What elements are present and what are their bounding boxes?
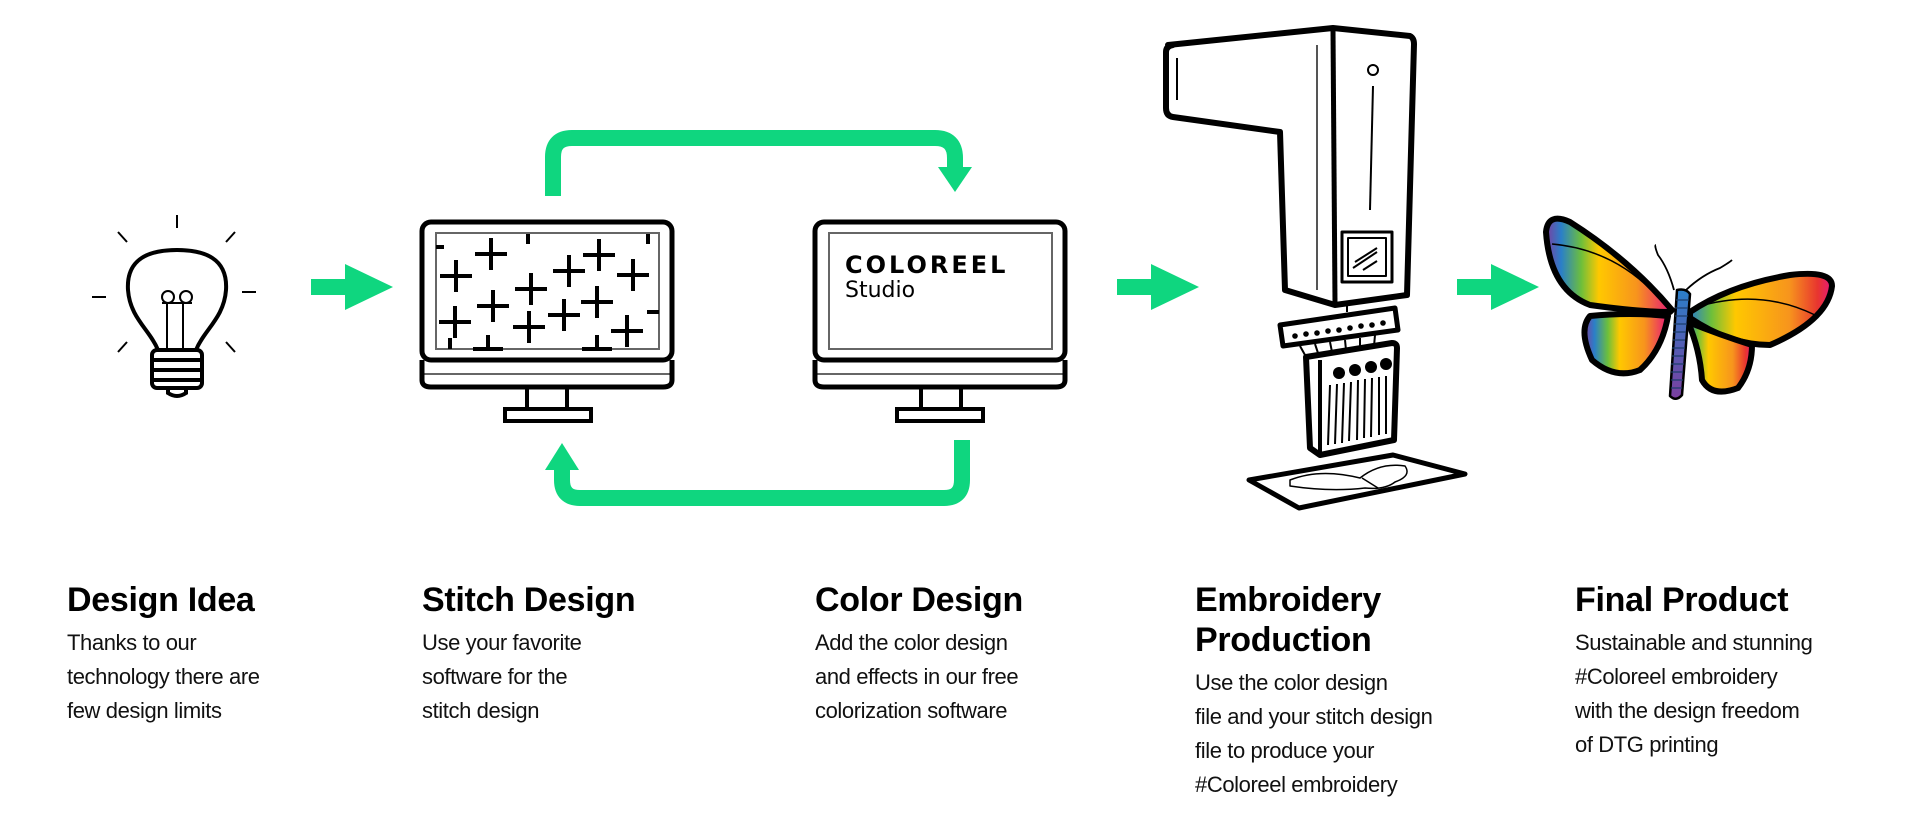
description-line: with the design freedom [1575, 698, 1800, 723]
description-line: colorization software [815, 698, 1008, 723]
description-line: #Coloreel embroidery [1195, 772, 1398, 797]
step-title: Final Product [1575, 581, 1789, 619]
step-title: Stitch Design [422, 581, 636, 619]
description-line: few design limits [67, 698, 222, 723]
loop-arrow-top-icon [545, 130, 963, 196]
description-line: file and your stitch design [1195, 704, 1433, 729]
step-color-design: Color Design Add the color design and ef… [815, 580, 1023, 728]
loop-arrow-top-head-icon [938, 167, 972, 192]
arrow-right-icon [311, 264, 393, 310]
description-line: Sustainable and stunning [1575, 630, 1813, 655]
step-description: Sustainable and stunning #Coloreel embro… [1575, 626, 1813, 762]
arrow-right-icon [1117, 264, 1199, 310]
studio-product-label: Studio [845, 278, 916, 303]
step-description: Use your favorite software for the stitc… [422, 626, 635, 728]
step-title-line: Production [1195, 621, 1372, 659]
step-title-line: Embroidery [1195, 581, 1381, 619]
embroidery-machine-icon [1163, 25, 1468, 511]
step-design-idea: Design Idea Thanks to our technology the… [67, 580, 260, 728]
monitor-coloreel-studio-icon [812, 219, 1068, 423]
step-final-product: Final Product Sustainable and stunning #… [1575, 580, 1813, 762]
description-line: Thanks to our [67, 630, 197, 655]
loop-arrow-bottom-icon [554, 440, 970, 506]
monitor-stitch-icon [419, 219, 675, 423]
description-line: Add the color design [815, 630, 1008, 655]
lightbulb-icon [92, 215, 256, 398]
step-description: Use the color design file and your stitc… [1195, 666, 1433, 802]
description-line: software for the [422, 664, 568, 689]
description-line: and effects in our free [815, 664, 1019, 689]
coloreel-brand-label: COLOREEL [845, 251, 1009, 279]
description-line: stitch design [422, 698, 540, 723]
step-title: Color Design [815, 581, 1023, 619]
description-line: #Coloreel embroidery [1575, 664, 1778, 689]
step-title: Embroidery Production [1195, 580, 1432, 660]
loop-arrow-bottom-head-icon [545, 443, 579, 470]
step-stitch-design: Stitch Design Use your favorite software… [422, 580, 636, 728]
arrow-right-icon [1457, 264, 1539, 310]
description-line: Use your favorite [422, 630, 582, 655]
description-line: Use the color design [1195, 670, 1388, 695]
step-title: Design Idea [67, 581, 255, 619]
description-line: technology there are [67, 664, 260, 689]
rainbow-butterfly-icon [1543, 215, 1835, 400]
step-description: Thanks to our technology there are few d… [67, 626, 260, 728]
step-embroidery-production: Embroidery Production Use the color desi… [1195, 580, 1433, 802]
step-description: Add the color design and effects in our … [815, 626, 1023, 728]
description-line: file to produce your [1195, 738, 1375, 763]
coloreel-studio-screen-text: COLOREEL Studio [845, 252, 1008, 304]
description-line: of DTG printing [1575, 732, 1719, 757]
